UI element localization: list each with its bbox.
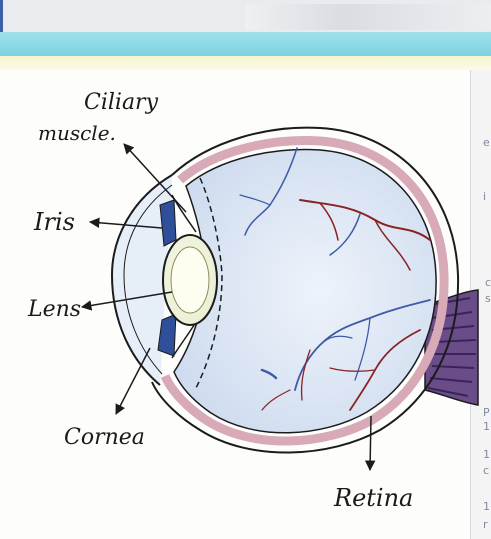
cornea-arrow: [116, 348, 150, 414]
cornea-label: Cornea: [64, 425, 145, 450]
iris-label: Iris: [33, 208, 75, 236]
ciliary-label-line2: muscle.: [38, 121, 116, 145]
retina-arrow: [370, 416, 371, 470]
ciliary-label-line1: Ciliary: [84, 90, 159, 115]
lens-nucleus: [171, 247, 209, 313]
retina-label: Retina: [333, 484, 413, 512]
lens-label: Lens: [27, 297, 81, 322]
